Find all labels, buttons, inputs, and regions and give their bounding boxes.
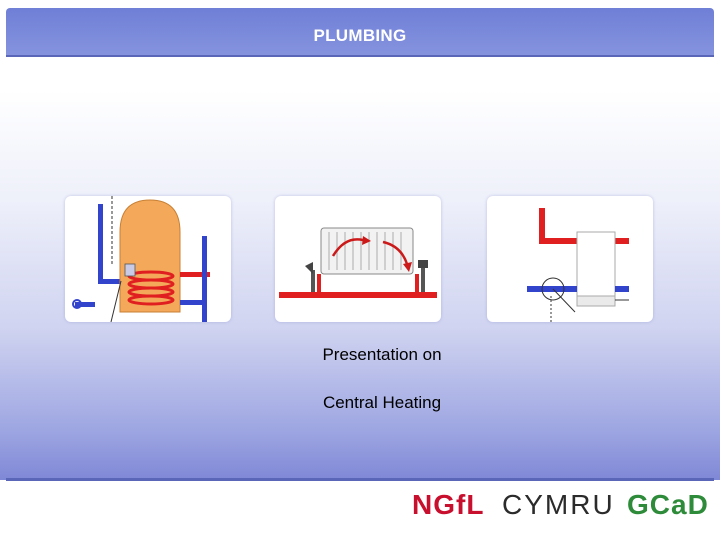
cymru-logo: CYMRU: [502, 489, 615, 520]
title-bar: PLUMBING: [6, 8, 714, 57]
slide-title: PLUMBING: [313, 26, 407, 45]
gcad-logo: GCaD: [627, 489, 709, 520]
radiator-icon: [279, 227, 437, 298]
footer-divider: [6, 478, 714, 481]
caption-line-1: Presentation on: [322, 345, 442, 364]
caption-line-2: Central Heating: [322, 393, 442, 412]
radiator-card: [275, 196, 441, 322]
boiler-card: [487, 196, 653, 322]
boiler-icon: [527, 208, 629, 322]
cylinder-card: [65, 196, 231, 322]
hot-water-cylinder-icon: [72, 196, 210, 322]
ngfl-logo: NGfL: [412, 489, 485, 520]
